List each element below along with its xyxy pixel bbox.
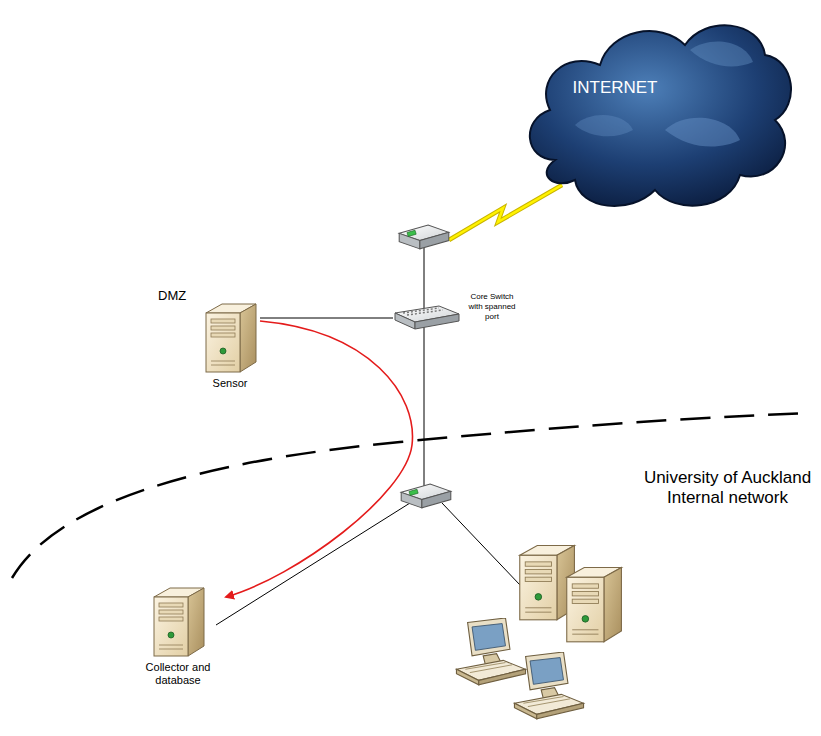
zone-label: University of Auckland Internal network <box>640 468 815 509</box>
collector-server: Collector and database <box>130 583 226 687</box>
server-icon <box>200 299 260 374</box>
server-label: Collector and database <box>130 661 226 687</box>
server-icon <box>148 583 208 658</box>
zone-label: DMZ <box>158 288 198 304</box>
cloud-shape <box>515 10 795 215</box>
network-link <box>260 318 393 319</box>
core-switch: Core Switch with spanned port <box>393 292 521 332</box>
switch-label: Core Switch with spanned port <box>463 292 521 322</box>
cloud-label: INTERNET <box>545 78 685 98</box>
switch-icon <box>393 304 461 332</box>
internet-cloud: INTERNET <box>515 10 795 215</box>
server-label: Sensor <box>213 377 248 390</box>
sensor-server: Sensor <box>200 299 260 390</box>
